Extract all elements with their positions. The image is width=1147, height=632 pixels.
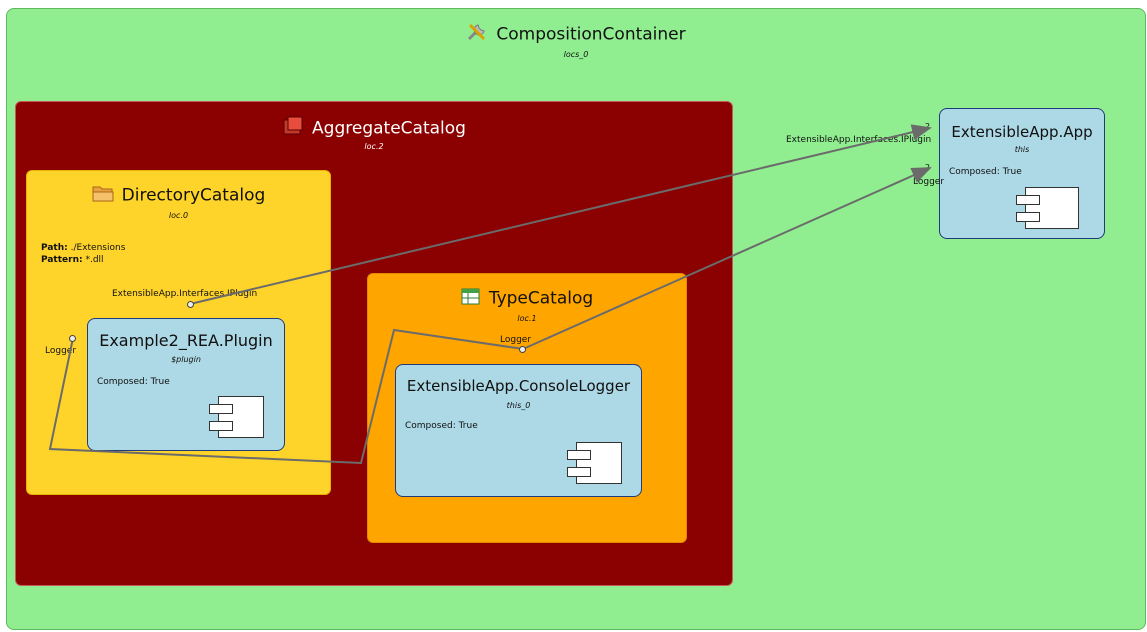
type-export-label: Logger	[500, 335, 532, 345]
logger-export-pin[interactable]	[519, 346, 526, 353]
logger-export-connector[interactable]	[48, 167, 932, 465]
plugin-part-subtitle: $plugin	[171, 355, 201, 364]
type-catalog-header: TypeCatalog	[368, 286, 686, 311]
component-icon	[567, 442, 622, 484]
app-part[interactable]: ExtensibleApp.App this Composed: True	[939, 108, 1105, 239]
tools-icon	[466, 21, 488, 48]
logger-import-pin[interactable]	[69, 335, 76, 342]
plugin-export-pin[interactable]	[187, 301, 194, 308]
directory-pattern: Pattern: *.dll	[41, 255, 104, 265]
composition-container-subtitle: locs_0	[563, 50, 589, 59]
type-catalog-title: TypeCatalog	[488, 288, 594, 309]
plugin-composed: Composed: True	[97, 377, 170, 387]
app-composed: Composed: True	[949, 167, 1022, 177]
composition-container-header: CompositionContainer	[7, 21, 1145, 48]
plugin-part-title: Example2_REA.Plugin	[99, 331, 273, 350]
pattern-label: Pattern:	[41, 255, 83, 265]
directory-import-label: Logger	[45, 346, 77, 356]
component-icon	[209, 396, 264, 438]
directory-catalog-title: DirectoryCatalog	[121, 185, 266, 206]
composition-container-title: CompositionContainer	[496, 24, 686, 45]
app-part-subtitle: this	[1014, 145, 1030, 154]
console-logger-part[interactable]: ExtensibleApp.ConsoleLogger this_0 Compo…	[395, 364, 642, 497]
directory-catalog-header: DirectoryCatalog	[27, 184, 330, 207]
plugin-part[interactable]: Example2_REA.Plugin $plugin Composed: Tr…	[87, 318, 285, 451]
type-catalog-subtitle: loc.1	[517, 314, 537, 323]
aggregate-catalog-header: AggregateCatalog	[16, 116, 732, 141]
console-logger-composed: Composed: True	[405, 421, 478, 431]
plugin-export-connector[interactable]	[189, 124, 932, 305]
directory-catalog-subtitle: loc.0	[168, 211, 189, 220]
aggregate-catalog-title: AggregateCatalog	[312, 118, 466, 139]
folder-icon	[92, 184, 114, 207]
path-label: Path:	[41, 243, 68, 253]
catalog-box-icon	[282, 116, 304, 141]
console-logger-subtitle: this_0	[506, 401, 531, 410]
table-icon	[461, 286, 481, 311]
aggregate-catalog-subtitle: loc.2	[364, 142, 384, 151]
directory-export-label: ExtensibleApp.Interfaces.IPlugin	[112, 289, 258, 299]
directory-path: Path: ./Extensions	[41, 243, 125, 253]
path-value: ./Extensions	[70, 243, 126, 253]
component-icon	[1016, 187, 1079, 229]
app-part-title: ExtensibleApp.App	[951, 123, 1093, 141]
app-import-plugin-label: ExtensibleApp.Interfaces.IPlugin	[786, 135, 932, 145]
console-logger-title: ExtensibleApp.ConsoleLogger	[406, 377, 631, 395]
pattern-value: *.dll	[85, 255, 104, 265]
